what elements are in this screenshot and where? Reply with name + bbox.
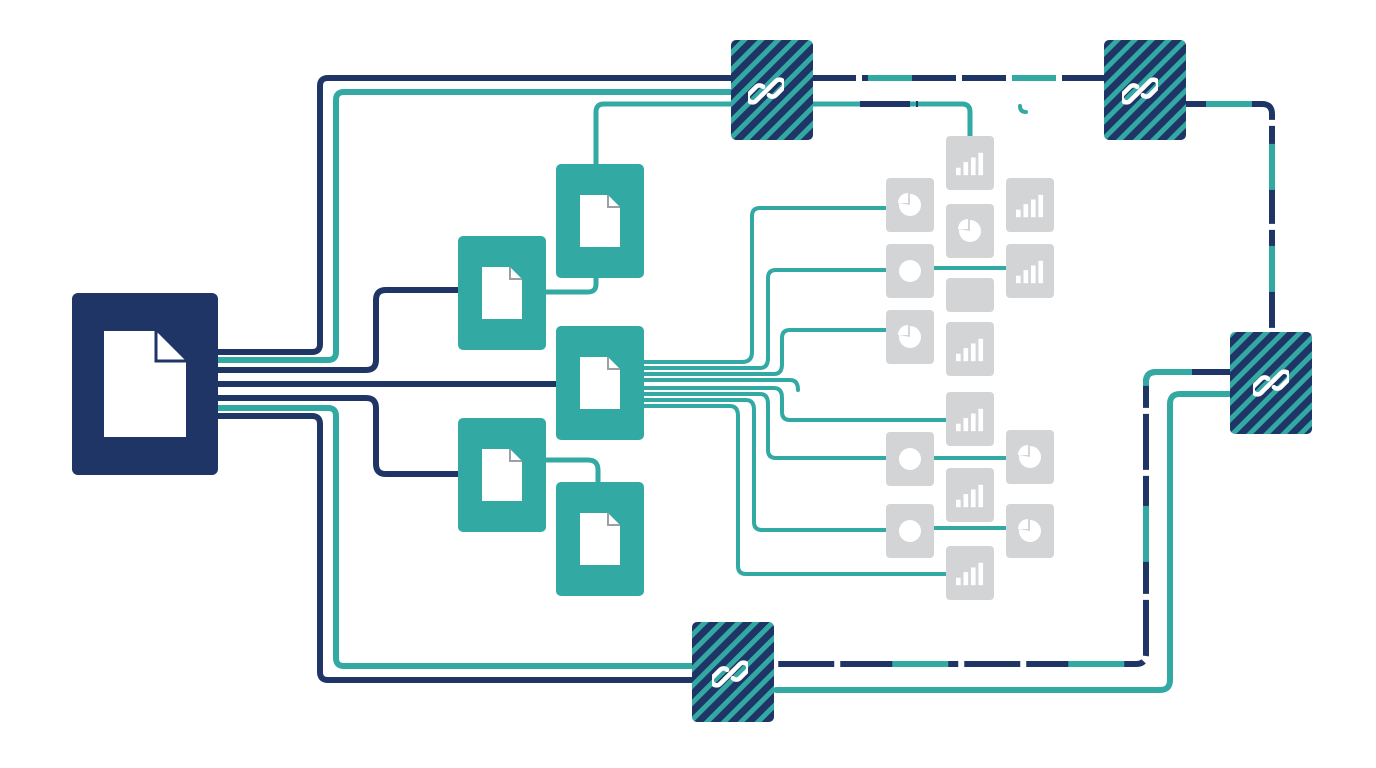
- dashed-right-teal: [1186, 101, 1275, 336]
- fan-line-8: [638, 404, 952, 576]
- link-nodes: [692, 40, 1312, 722]
- document-icon: [580, 355, 620, 411]
- circle-icon: [899, 520, 921, 542]
- tile-blank[interactable]: [946, 278, 994, 312]
- link-node-3[interactable]: [1230, 332, 1312, 434]
- connector-bottom-navy: [213, 413, 698, 683]
- child-document-d[interactable]: [458, 418, 546, 532]
- connector-top-teal: [213, 89, 738, 363]
- tile-pie-3[interactable]: [886, 310, 934, 364]
- link-node-1[interactable]: [731, 40, 813, 140]
- connector-child-d: [213, 395, 463, 477]
- fan-line-6: [638, 392, 892, 460]
- child-document-a[interactable]: [458, 236, 546, 350]
- child-document-nodes: [458, 164, 644, 596]
- connector-link3-to-link4-teal: [773, 391, 1235, 693]
- fan-line-7: [638, 398, 892, 532]
- child-document-e[interactable]: [556, 482, 644, 596]
- connector-d-to-e: [542, 457, 601, 487]
- tile-pie-2[interactable]: [946, 204, 994, 258]
- document-icon: [482, 265, 522, 321]
- tile-bar-5[interactable]: [946, 392, 994, 446]
- document-icon: [580, 193, 620, 249]
- tile-pie-5[interactable]: [1006, 504, 1054, 558]
- fan-line-3: [638, 328, 892, 376]
- dashed-lower-navy: [776, 369, 1232, 667]
- tile-bar-2[interactable]: [1006, 178, 1054, 232]
- connector-bottom-teal: [213, 405, 698, 669]
- tile-bar-4[interactable]: [946, 322, 994, 376]
- tile-dot-2[interactable]: [886, 432, 934, 486]
- tile-dot-3[interactable]: [886, 504, 934, 558]
- document-icon: [482, 447, 522, 503]
- output-tiles: [886, 136, 1054, 600]
- link-node-4[interactable]: [692, 622, 774, 722]
- source-document-node[interactable]: [72, 293, 218, 475]
- fan-line-5: [638, 386, 952, 422]
- connector-link1-to-tiles: [809, 101, 973, 141]
- circle-icon: [899, 260, 921, 282]
- connector-lines: [213, 75, 1275, 693]
- connector-top-navy: [213, 75, 738, 355]
- dashed-lower-teal-overlay: [776, 369, 1232, 667]
- tile-bar-1[interactable]: [946, 136, 994, 190]
- fan-line-4: [638, 378, 800, 392]
- child-document-b[interactable]: [556, 164, 644, 278]
- child-document-center[interactable]: [556, 326, 644, 440]
- fan-line-1: [638, 206, 892, 364]
- connector-child-a: [213, 287, 463, 373]
- tile-pie-1[interactable]: [886, 178, 934, 232]
- link-node-2[interactable]: [1104, 40, 1186, 140]
- fan-line-2: [638, 268, 892, 370]
- tile-bar-6[interactable]: [946, 468, 994, 522]
- tile-bar-3[interactable]: [1006, 244, 1054, 298]
- dashed-right-navy: [1186, 101, 1275, 336]
- tile-link-4: [1018, 104, 1028, 114]
- document-icon: [580, 511, 620, 567]
- tile-pie-4[interactable]: [1006, 430, 1054, 484]
- tile-dot-1[interactable]: [886, 244, 934, 298]
- tile-bar-7[interactable]: [946, 546, 994, 600]
- connector-b-to-link1: [593, 101, 738, 167]
- circle-icon: [899, 448, 921, 470]
- connector-a-to-b: [542, 273, 599, 295]
